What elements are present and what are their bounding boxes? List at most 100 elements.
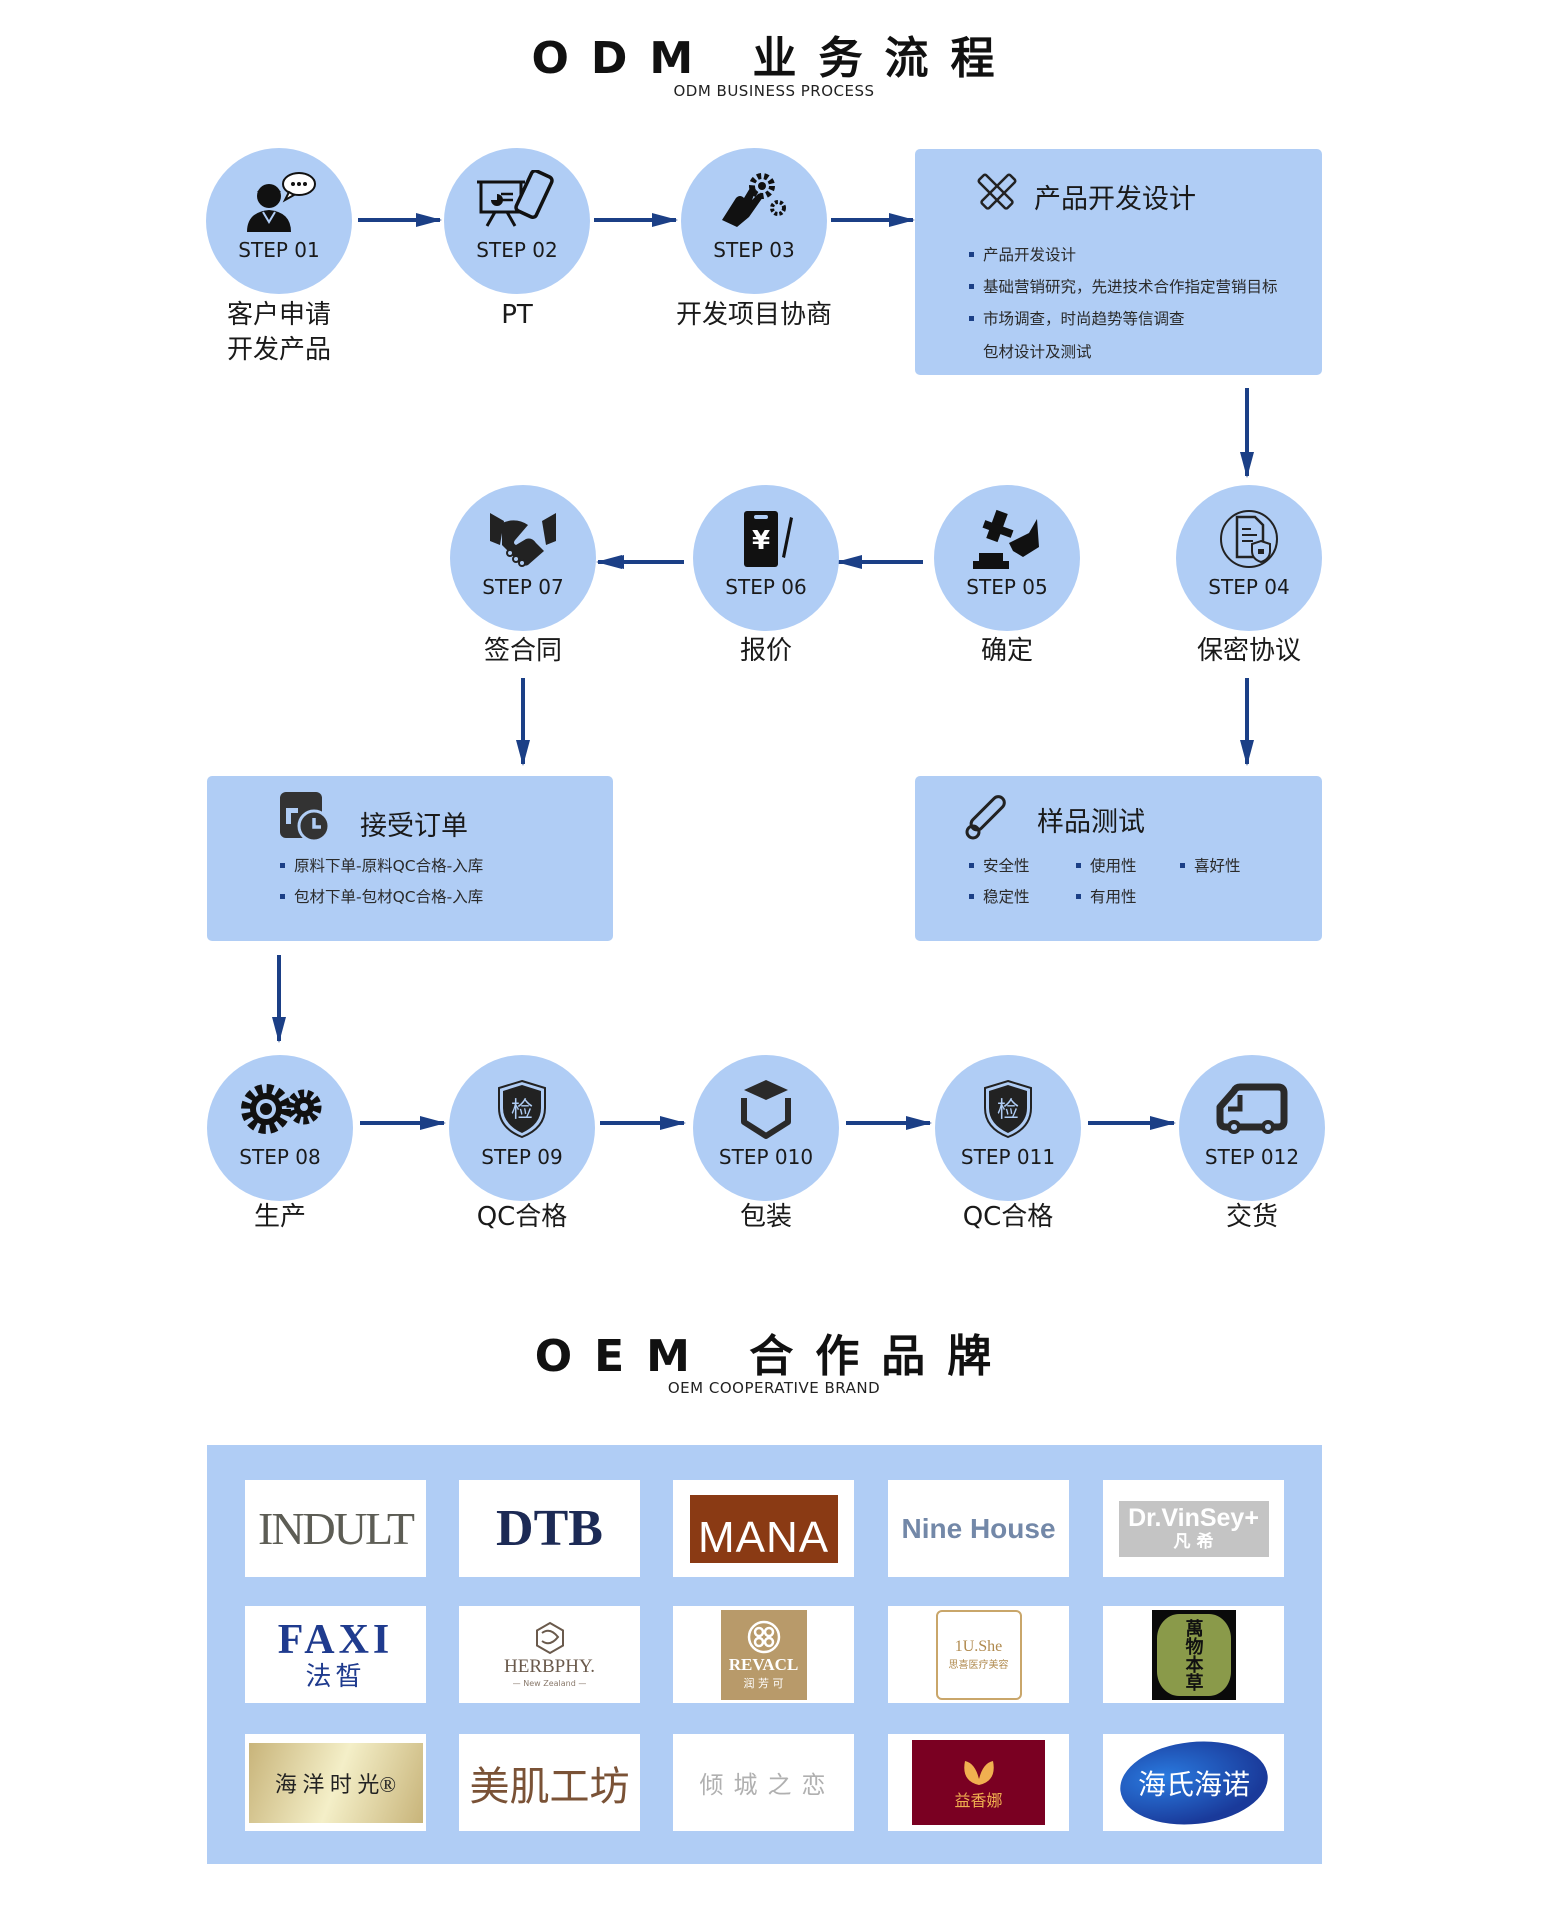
step-09-label: QC合格: [402, 1200, 642, 1235]
step-number: STEP 012: [1204, 1145, 1300, 1169]
step-08-label: 生产: [160, 1200, 400, 1235]
bullet-text: 原料下单-原料QC合格-入库: [294, 857, 484, 875]
label-line: 开发项目协商: [675, 300, 832, 330]
brand-logo-meiji-gongfang: 美肌工坊: [459, 1734, 640, 1831]
brand-name: 益香娜: [954, 1790, 1003, 1810]
label-line: 生产: [253, 1202, 306, 1232]
arrow-right: [831, 213, 915, 227]
arrow-right: [600, 1116, 686, 1130]
brand-logo-faxi: FAXI 法皙: [245, 1606, 426, 1703]
step-07-label: 签合同: [403, 634, 643, 669]
step-03-circle: STEP 03: [681, 148, 827, 294]
step-01-circle: STEP 01: [206, 148, 352, 294]
step-012-label: 交货: [1132, 1200, 1372, 1235]
bullet-dot: [969, 315, 974, 321]
arrow-down: [1240, 678, 1254, 766]
step-06-circle: ¥ STEP 06: [693, 485, 839, 631]
step-010-label: 包装: [646, 1200, 886, 1235]
bullet-dot: [969, 251, 974, 257]
step-04-circle: STEP 04: [1176, 485, 1322, 631]
label-line: QC合格: [476, 1202, 568, 1232]
brand-name: 1U.She: [954, 1638, 1003, 1655]
bullet-text: 有用性: [1090, 888, 1137, 906]
ruler-pencil-icon: [977, 173, 1017, 217]
arrow-right: [1088, 1116, 1176, 1130]
brand-logo-haiyang-shiguang: 海 洋 时 光®: [245, 1734, 426, 1831]
bullet-dot: [280, 893, 285, 899]
brand-name: 海氏海诺: [1137, 1767, 1250, 1801]
step-02-label: PT: [397, 298, 637, 333]
brand-logo-revacl: REVACL 润 芳 可: [673, 1606, 854, 1703]
herbphy-hexagon-icon: [535, 1621, 564, 1655]
brand-logo-wanwu-bencao: 萬物本草: [1103, 1606, 1284, 1703]
step-08-circle: STEP 08: [207, 1055, 353, 1201]
arrow-right: [846, 1116, 932, 1130]
step-04-label: 保密协议: [1129, 634, 1369, 669]
brand-name: Dr.VinSey+: [1128, 1503, 1259, 1532]
customer-speech-icon: [241, 170, 317, 234]
label-line: PT: [501, 300, 533, 330]
confidential-document-icon: [1217, 507, 1281, 571]
hand-gear-icon: [716, 170, 792, 234]
step-number: STEP 04: [1208, 575, 1290, 599]
step-012-circle: STEP 012: [1179, 1055, 1325, 1201]
arrow-down: [516, 678, 530, 766]
quote-yuan-icon: ¥: [736, 507, 796, 571]
bullet-dot: [969, 893, 974, 899]
bullet-item: 原料下单-原料QC合格-入库: [280, 854, 483, 876]
delivery-truck-icon: [1216, 1077, 1288, 1141]
bullet-text: 安全性: [983, 857, 1030, 875]
oem-title: OEM 合作品牌: [534, 1331, 1014, 1382]
brand-subtitle: — New Zealand —: [512, 1679, 587, 1688]
oem-subtitle: OEM COOPERATIVE BRAND: [667, 1379, 881, 1397]
brand-logo-drvinsey: Dr.VinSey+ 凡 希: [1103, 1480, 1284, 1577]
brand-name: 倾 城 之 恋: [699, 1773, 828, 1799]
inspection-shield-icon: 检: [495, 1077, 549, 1141]
brand-subtitle: 思喜医疗美容: [948, 1660, 1009, 1671]
bullet-item: 安全性: [969, 854, 1030, 876]
bullet-item: 喜好性: [1180, 854, 1241, 876]
bullet-text: 产品开发设计: [983, 246, 1077, 264]
brand-name: Nine House: [901, 1512, 1056, 1544]
bullet-item: 包材设计及测试: [983, 340, 1092, 362]
arrow-right: [358, 213, 442, 227]
bullet-item: 基础营销研究，先进技术合作指定营销目标: [969, 275, 1278, 297]
brand-name: 美肌工坊: [469, 1763, 630, 1810]
brand-logo-haishi-hainuo: 海氏海诺: [1103, 1734, 1284, 1831]
package-box-icon: [738, 1077, 794, 1141]
brand-logo-sixi: 1U.She 思喜医疗美容: [888, 1606, 1069, 1703]
step-05-label: 确定: [887, 634, 1127, 669]
arrow-left: [836, 555, 923, 569]
bullet-text: 基础营销研究，先进技术合作指定营销目标: [983, 278, 1278, 296]
bullet-item: 稳定性: [969, 885, 1030, 907]
bullet-item: 市场调查，时尚趋势等信调查: [969, 307, 1185, 329]
brand-logo-nine-house: Nine House: [888, 1480, 1069, 1577]
step-010-circle: STEP 010: [693, 1055, 839, 1201]
step-number: STEP 02: [476, 238, 558, 262]
brand-logo-herbphy: HERBPHY. — New Zealand —: [459, 1606, 640, 1703]
label-line: 报价: [739, 636, 792, 666]
step-number: STEP 06: [725, 575, 807, 599]
presentation-tablet-icon: [475, 170, 559, 234]
bullet-text: 包材下单-包材QC合格-入库: [294, 888, 484, 906]
bullet-dot: [969, 862, 974, 868]
product-design-title: 产品开发设计: [1034, 184, 1196, 215]
accept-order-title: 接受订单: [360, 811, 468, 842]
step-number: STEP 01: [238, 238, 320, 262]
gears-icon: [238, 1077, 322, 1141]
brand-name: MANA: [697, 1512, 830, 1562]
bullet-dot: [1076, 893, 1081, 899]
brand-logo-dtb: DTB: [459, 1480, 640, 1577]
arrow-right: [360, 1116, 446, 1130]
inspection-shield-icon: 检: [981, 1077, 1035, 1141]
svg-text:¥: ¥: [752, 526, 770, 556]
test-tube-icon: [965, 794, 1011, 844]
step-number: STEP 010: [718, 1145, 814, 1169]
step-06-label: 报价: [646, 634, 886, 669]
brand-subtitle: 凡 希: [1173, 1531, 1214, 1552]
bullet-item: 产品开发设计: [969, 243, 1076, 265]
sample-test-title: 样品测试: [1037, 807, 1145, 838]
bullet-dot: [1076, 862, 1081, 868]
label-line: 确定: [980, 636, 1033, 666]
step-09-circle: 检 STEP 09: [449, 1055, 595, 1201]
